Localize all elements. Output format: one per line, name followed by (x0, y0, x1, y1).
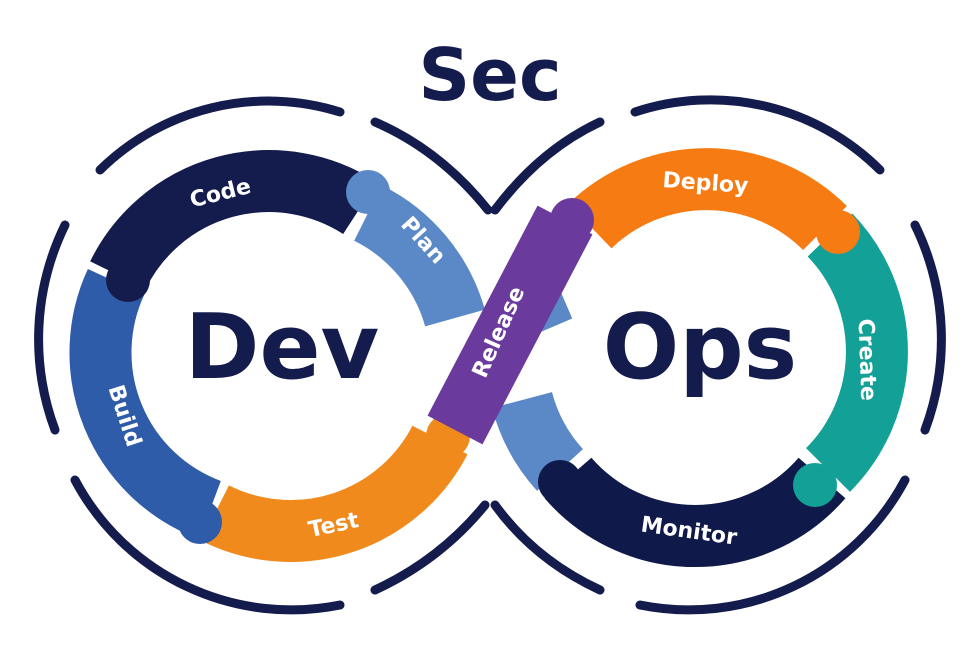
outer-arc-right (910, 220, 946, 435)
label-deploy: Deploy (662, 168, 749, 199)
outer-contour (34, 95, 946, 615)
outer-arc-bottom-left (70, 475, 345, 615)
knob-build (178, 500, 222, 544)
segment-monitor (544, 457, 846, 567)
title-dev: Dev (185, 295, 379, 400)
segment-deploy (568, 148, 847, 251)
knob-create (793, 463, 837, 507)
outer-arc-left (34, 220, 70, 435)
knob-plan (346, 170, 390, 214)
knob-deploy (816, 210, 860, 254)
segment-test (201, 425, 468, 562)
segment-code (90, 150, 377, 290)
knob-monitor (538, 460, 582, 504)
segment-build (69, 269, 222, 540)
outer-arc-bottom-mid-left (370, 500, 490, 595)
segment-create (805, 213, 908, 492)
outer-arc-top-left (95, 96, 345, 175)
outer-arc-bottom-right (635, 475, 910, 615)
label-create: Create (853, 318, 881, 401)
segment-monitor-lead (492, 391, 584, 491)
segment-plan (353, 185, 485, 328)
knob-code (106, 258, 150, 302)
left-loop (69, 150, 485, 562)
knob-release (550, 198, 594, 242)
title-ops: Ops (603, 295, 798, 400)
outer-arc-top-right (630, 95, 885, 175)
segment-release (427, 205, 593, 445)
title-sec: Sec (418, 33, 561, 117)
outer-arc-top-mid-right (490, 117, 605, 215)
outer-arc-bottom-mid-right (490, 500, 605, 595)
outer-arc-top-mid-left (370, 117, 493, 215)
